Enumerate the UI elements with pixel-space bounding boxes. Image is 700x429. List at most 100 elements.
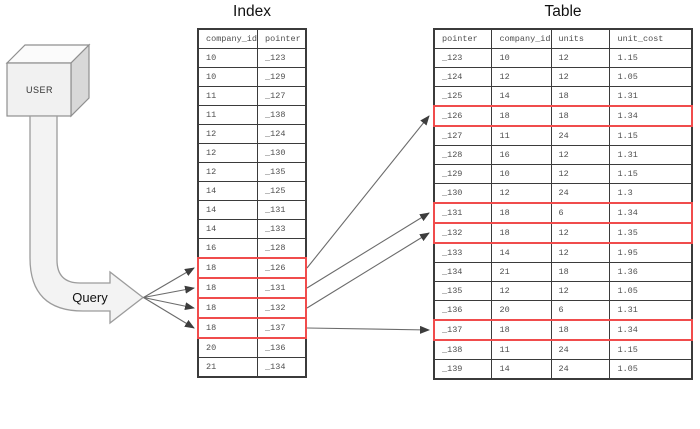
table-cell: 12 xyxy=(550,222,611,244)
table-cell: _132 xyxy=(257,297,308,319)
table-cell: 21 xyxy=(197,357,259,378)
table-cell: _131 xyxy=(257,277,308,299)
table-row: 14_133 xyxy=(197,219,307,239)
table-cell: 18 xyxy=(550,262,611,282)
table-cell: 18 xyxy=(550,105,611,127)
table-cell: 16 xyxy=(197,238,259,259)
table-cell: 11 xyxy=(491,339,552,360)
table-cell: 14 xyxy=(197,181,259,201)
table-cell: _135 xyxy=(433,281,493,301)
table-cell: 1.05 xyxy=(609,67,693,87)
table-cell: 14 xyxy=(491,359,552,380)
table-row: 11_127 xyxy=(197,86,307,106)
table-cell: _123 xyxy=(433,48,493,68)
table-cell: 14 xyxy=(491,86,552,107)
table-cell: 10 xyxy=(491,164,552,184)
table-cell: _138 xyxy=(433,339,493,360)
column-header: units xyxy=(550,28,611,49)
table-cell: 18 xyxy=(197,257,259,279)
table-cell: _139 xyxy=(433,359,493,380)
table-cell: 12 xyxy=(550,145,611,165)
table-row: 20_136 xyxy=(197,337,307,358)
query-label: Query xyxy=(72,290,108,305)
table-cell: _137 xyxy=(433,319,493,341)
table-cell: 12 xyxy=(550,67,611,87)
table-row: 14_125 xyxy=(197,181,307,201)
table-cell: 12 xyxy=(197,143,259,163)
table-cell: 1.15 xyxy=(609,125,693,146)
table-cell: _130 xyxy=(433,183,493,204)
table-cell: _128 xyxy=(433,145,493,165)
table-cell: 18 xyxy=(550,319,611,341)
table-row: 21_134 xyxy=(197,357,307,378)
table-cell: 1.31 xyxy=(609,86,693,107)
table-cell: 1.15 xyxy=(609,48,693,68)
table-cell: 18 xyxy=(197,297,259,319)
table-row: 16_128 xyxy=(197,238,307,259)
table-cell: 18 xyxy=(550,86,611,107)
table-cell: 12 xyxy=(197,162,259,182)
table-cell: 24 xyxy=(550,125,611,146)
column-header: company_id xyxy=(491,28,552,49)
table-cell: 1.15 xyxy=(609,339,693,360)
table-row: 14_131 xyxy=(197,200,307,220)
table-cell: _127 xyxy=(257,86,307,106)
table-cell: _134 xyxy=(433,262,493,282)
connector-arrow xyxy=(306,212,430,289)
table-row: 18_126 xyxy=(197,257,308,279)
table-cell: 20 xyxy=(197,337,259,358)
table-cell: 18 xyxy=(491,319,552,341)
table-cell: 24 xyxy=(550,339,611,360)
table-row: 18_137 xyxy=(197,317,308,339)
column-header: company_id xyxy=(197,28,259,49)
table-cell: _137 xyxy=(257,317,308,339)
table-cell: 1.34 xyxy=(609,319,694,341)
table-cell: _124 xyxy=(257,124,307,144)
table-cell: _131 xyxy=(433,202,493,224)
table-cell: 1.35 xyxy=(609,222,694,244)
table-cell: 1.31 xyxy=(609,300,693,321)
table-cell: 1.15 xyxy=(609,164,693,184)
table-cell: 21 xyxy=(491,262,552,282)
table-cell: 14 xyxy=(197,219,259,239)
table-cell: 12 xyxy=(550,164,611,184)
connector-arrow xyxy=(143,267,195,298)
table-cell: 12 xyxy=(491,183,552,204)
table-cell: 18 xyxy=(491,105,552,127)
table-cell: _124 xyxy=(433,67,493,87)
connector-arrow xyxy=(143,297,195,329)
table-row: 18_132 xyxy=(197,297,308,319)
table-cell: 11 xyxy=(197,105,259,125)
table-cell: 18 xyxy=(491,202,552,224)
table-cell: _130 xyxy=(257,143,307,163)
table-cell: 12 xyxy=(550,242,611,263)
table-cell: 10 xyxy=(197,67,259,87)
table-cell: 24 xyxy=(550,359,611,380)
table-cell: 1.36 xyxy=(609,262,693,282)
table-cell: 12 xyxy=(491,67,552,87)
table-cell: 24 xyxy=(550,183,611,204)
table-cell: 11 xyxy=(197,86,259,106)
connector-arrow xyxy=(143,296,195,311)
table-cell: _132 xyxy=(433,222,493,244)
query-arrow-shape xyxy=(29,115,145,325)
table-row: 11_138 xyxy=(197,105,307,125)
table-cell: _134 xyxy=(257,357,307,378)
table-cell: 18 xyxy=(491,222,552,244)
user-cube-front-face xyxy=(6,62,72,117)
table-cell: _133 xyxy=(433,242,493,263)
column-header: unit_cost xyxy=(609,28,693,49)
